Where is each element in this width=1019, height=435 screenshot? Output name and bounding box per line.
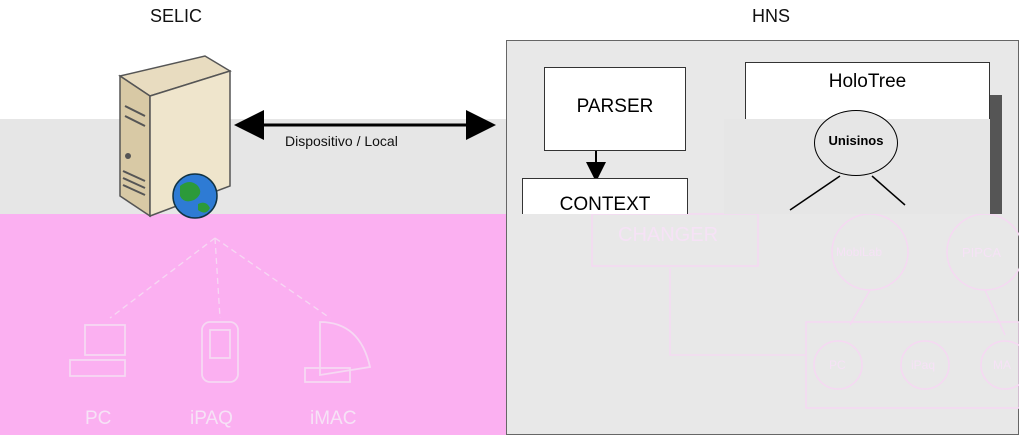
holotree-panel: HoloTree [745,62,990,119]
device-ipaq-label: iPAQ [190,408,233,429]
holotree-scroll-dark [990,95,1002,214]
unisinos-node: Unisinos [814,110,898,176]
selic-title: SELIC [150,6,203,26]
leaf-pc-label: PC [829,358,846,372]
hns-title: HNS [752,6,791,26]
holotree-title: HoloTree [828,71,907,92]
parser-label: PARSER [576,96,654,117]
device-pc-label: PC [85,408,112,429]
unisinos-label: Unisinos [828,133,884,148]
parser-box: PARSER [544,67,686,151]
context-label: CONTEXT [559,194,651,215]
server-icon [118,55,232,219]
mobilab-label: MobiLab [836,245,883,259]
changer-label: CHANGER [618,224,719,246]
context-box: CONTEXT [522,178,688,215]
device-imac-label: iMAC [310,408,357,429]
pipca-label: PIPCA [962,245,1002,260]
leaf-ma-label: MA [993,358,1011,372]
dispositivo-link-label: Dispositivo / Local [285,133,398,149]
leaf-ipaq-label: iPaq [911,358,936,372]
device-icons [69,321,372,383]
